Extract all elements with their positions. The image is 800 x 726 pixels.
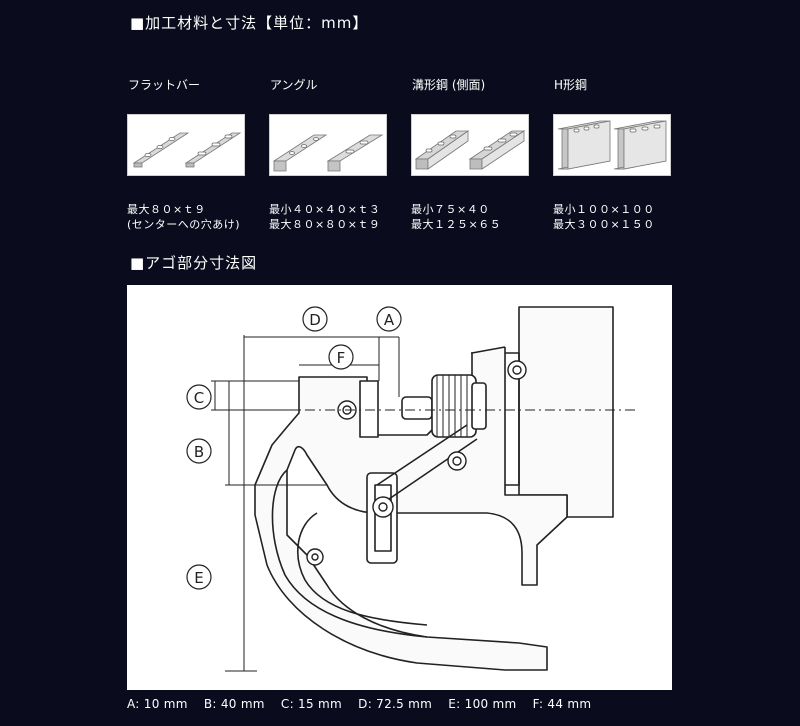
angle-spec-line1: 最小４０×４０×ｔ３	[269, 203, 381, 216]
label-b: B	[194, 443, 204, 461]
channel-spec-line2: 最大１２５×６５	[411, 218, 502, 231]
jaw-dimension-diagram: D A F C B E	[127, 285, 672, 690]
flat-bar-image	[127, 114, 245, 176]
dimension-e: E: 100 mm	[448, 697, 517, 711]
channel-spec-line1: 最小７５×４０	[411, 203, 490, 216]
h-beam-image	[553, 114, 671, 176]
h-beam-spec: 最小１００×１００ 最大３００×１５０	[553, 202, 655, 232]
material-label-flat-bar: フラットバー	[128, 78, 201, 92]
label-d: D	[309, 311, 321, 329]
flat-bar-spec-line2: (センターへの穴あけ)	[127, 218, 241, 231]
flat-bar-spec-line1: 最大８０×ｔ９	[127, 203, 206, 216]
label-f: F	[337, 349, 346, 367]
angle-image	[269, 114, 387, 176]
dimension-d: D: 72.5 mm	[358, 697, 433, 711]
channel-spec: 最小７５×４０ 最大１２５×６５	[411, 202, 501, 232]
channel-image	[411, 114, 529, 176]
h-beam-spec-line1: 最小１００×１００	[553, 203, 655, 216]
label-c: C	[194, 389, 204, 407]
angle-spec-line2: 最大８０×８０×ｔ９	[269, 218, 381, 231]
label-a: A	[384, 311, 395, 329]
label-e: E	[194, 569, 203, 587]
dimension-a: A: 10 mm	[127, 697, 188, 711]
angle-spec: 最小４０×４０×ｔ３ 最大８０×８０×ｔ９	[269, 202, 380, 232]
material-label-angle: アングル	[270, 78, 318, 92]
dimension-f: F: 44 mm	[532, 697, 592, 711]
section-title-materials: ■加工材料と寸法【単位：mm】	[130, 14, 369, 32]
dimension-values: A: 10 mm B: 40 mm C: 15 mm D: 72.5 mm E:…	[127, 697, 603, 711]
material-label-channel: 溝形鋼 (側面)	[412, 78, 486, 92]
section-title-jaw-diagram: ■アゴ部分寸法図	[130, 254, 258, 272]
dimension-c: C: 15 mm	[280, 697, 343, 711]
h-beam-spec-line2: 最大３００×１５０	[553, 218, 655, 231]
material-label-h-beam: H形鋼	[554, 78, 588, 92]
dimension-b: B: 40 mm	[203, 697, 265, 711]
flat-bar-spec: 最大８０×ｔ９ (センターへの穴あけ)	[127, 202, 240, 232]
